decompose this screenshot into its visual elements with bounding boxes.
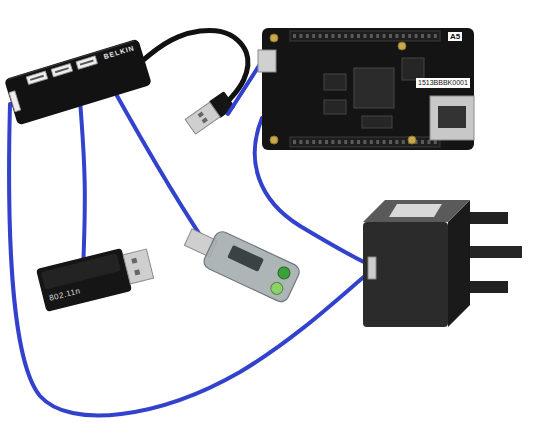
header-pin bbox=[331, 140, 334, 144]
header-pin bbox=[357, 34, 360, 38]
hub-cable bbox=[144, 30, 248, 99]
header-pin bbox=[293, 140, 296, 144]
audio-jack bbox=[276, 265, 292, 281]
header-pin bbox=[351, 34, 354, 38]
audio-jack bbox=[269, 280, 285, 296]
header-pin bbox=[395, 34, 398, 38]
header-pin bbox=[293, 34, 296, 38]
header-pin bbox=[421, 34, 424, 38]
chip bbox=[324, 74, 346, 90]
header-pin bbox=[389, 140, 392, 144]
plug-hole bbox=[198, 112, 204, 118]
header-pin bbox=[383, 34, 386, 38]
header-pin bbox=[338, 140, 341, 144]
usb-wire bbox=[80, 106, 84, 257]
pin-header bbox=[290, 31, 440, 41]
header-pin bbox=[351, 140, 354, 144]
beaglebone-board: A5 1513BBBK0001 bbox=[262, 28, 474, 150]
plug-prong bbox=[470, 281, 508, 293]
power-adapter bbox=[363, 200, 522, 327]
header-pin bbox=[338, 34, 341, 38]
header-pin bbox=[344, 34, 347, 38]
header-pin bbox=[299, 140, 302, 144]
plug-hole bbox=[134, 269, 140, 275]
sound-card-logo bbox=[227, 245, 264, 272]
header-pin bbox=[363, 140, 366, 144]
plug-prong bbox=[470, 246, 522, 258]
port-tongue bbox=[55, 67, 69, 73]
device-art bbox=[262, 28, 474, 150]
header-pin bbox=[402, 140, 405, 144]
header-pin bbox=[370, 34, 373, 38]
usb-port bbox=[258, 50, 276, 72]
mounting-hole bbox=[408, 136, 416, 144]
model-text: 802.11n bbox=[48, 286, 81, 303]
header-pin bbox=[325, 140, 328, 144]
usb-sound-card bbox=[180, 219, 302, 304]
dongle-top bbox=[41, 253, 121, 289]
brand-text: BELKIN bbox=[103, 44, 136, 61]
header-pin bbox=[408, 34, 411, 38]
header-pin bbox=[421, 140, 424, 144]
adapter-side bbox=[448, 200, 470, 327]
usb-socket bbox=[368, 257, 376, 279]
plug-hole bbox=[131, 258, 137, 264]
wifi-dongle: 802.11n bbox=[36, 248, 132, 312]
header-pin bbox=[415, 34, 418, 38]
sound-card-body bbox=[201, 229, 301, 304]
chip bbox=[402, 58, 424, 80]
header-pin bbox=[434, 34, 437, 38]
chip bbox=[324, 100, 346, 114]
usb-connection bbox=[80, 106, 84, 257]
header-pin bbox=[434, 140, 437, 144]
board-sticker: A5 bbox=[448, 32, 462, 41]
header-pin bbox=[344, 140, 347, 144]
serial-sticker: 1513BBBK0001 bbox=[416, 78, 470, 88]
header-pin bbox=[319, 34, 322, 38]
usb-connection bbox=[144, 30, 262, 114]
header-pin bbox=[370, 140, 373, 144]
adapter-sticker bbox=[389, 204, 442, 217]
header-pin bbox=[376, 140, 379, 144]
mounting-hole bbox=[270, 34, 278, 42]
plug-metal bbox=[123, 249, 154, 284]
header-pin bbox=[427, 34, 430, 38]
header-pin bbox=[383, 140, 386, 144]
port-tongue bbox=[30, 75, 44, 81]
header-pin bbox=[306, 34, 309, 38]
pin-header bbox=[290, 137, 440, 147]
mounting-hole bbox=[398, 42, 406, 50]
header-pin bbox=[357, 140, 360, 144]
ethernet-jack bbox=[430, 96, 474, 140]
header-pin bbox=[312, 34, 315, 38]
header-pin bbox=[363, 34, 366, 38]
header-pin bbox=[331, 34, 334, 38]
plug-prong bbox=[470, 212, 508, 224]
port-tongue bbox=[80, 60, 94, 66]
header-pin bbox=[402, 34, 405, 38]
header-pin bbox=[319, 140, 322, 144]
hub-edge bbox=[8, 41, 134, 80]
usb-wire bbox=[9, 104, 372, 416]
plug-metal bbox=[185, 102, 220, 134]
header-pin bbox=[299, 34, 302, 38]
header-pin bbox=[376, 34, 379, 38]
header-pin bbox=[395, 140, 398, 144]
header-pin bbox=[306, 140, 309, 144]
ethernet-opening bbox=[438, 106, 466, 128]
header-pin bbox=[325, 34, 328, 38]
processor-chip bbox=[354, 68, 394, 108]
header-pin bbox=[312, 140, 315, 144]
adapter-top bbox=[363, 200, 470, 222]
plug-hole bbox=[202, 117, 208, 123]
mounting-hole bbox=[270, 136, 278, 144]
usb-port bbox=[9, 91, 21, 112]
usb-wire bbox=[228, 61, 262, 114]
header-pin bbox=[427, 140, 430, 144]
chip bbox=[362, 116, 392, 128]
usb-hub: BELKIN bbox=[4, 39, 152, 126]
header-pin bbox=[389, 34, 392, 38]
adapter-front bbox=[363, 222, 448, 327]
